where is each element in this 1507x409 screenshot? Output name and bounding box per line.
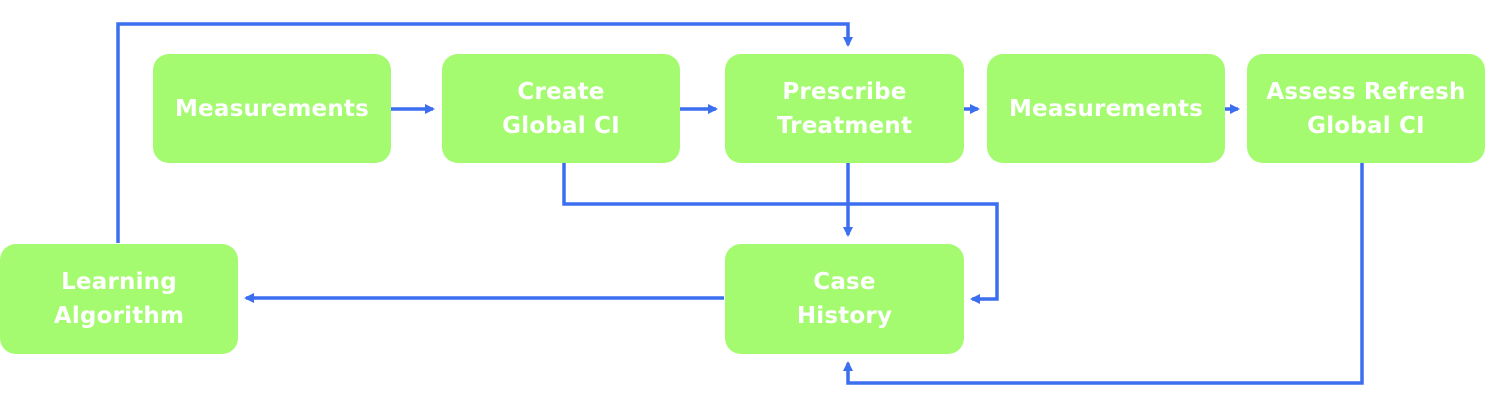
node-prescribe-treatment: Prescribe Treatment [725,54,964,163]
edge-create-global-ci-to-case-history [562,163,999,304]
edge-assess-refresh-to-case-history [843,163,1364,385]
node-label: Prescribe Treatment [776,78,913,139]
node-measurements-2: Measurements [987,54,1225,163]
node-create-global-ci: Create Global CI [442,54,680,163]
node-label: Case History [796,269,893,329]
node-case-history: Case History [725,244,964,354]
node-assess-refresh-global-ci: Assess Refresh Global CI [1247,54,1485,163]
node-label: Learning Algorithm [53,269,185,329]
node-label: Measurements [1008,95,1204,122]
node-label: Assess Refresh Global CI [1266,78,1466,139]
node-learning-algorithm: Learning Algorithm [0,244,238,354]
edge-learning-algorithm-to-prescribe-treatment [116,22,853,243]
node-label: Measurements [174,95,370,122]
node-measurements-1: Measurements [153,54,391,163]
node-label: Create Global CI [502,78,620,139]
